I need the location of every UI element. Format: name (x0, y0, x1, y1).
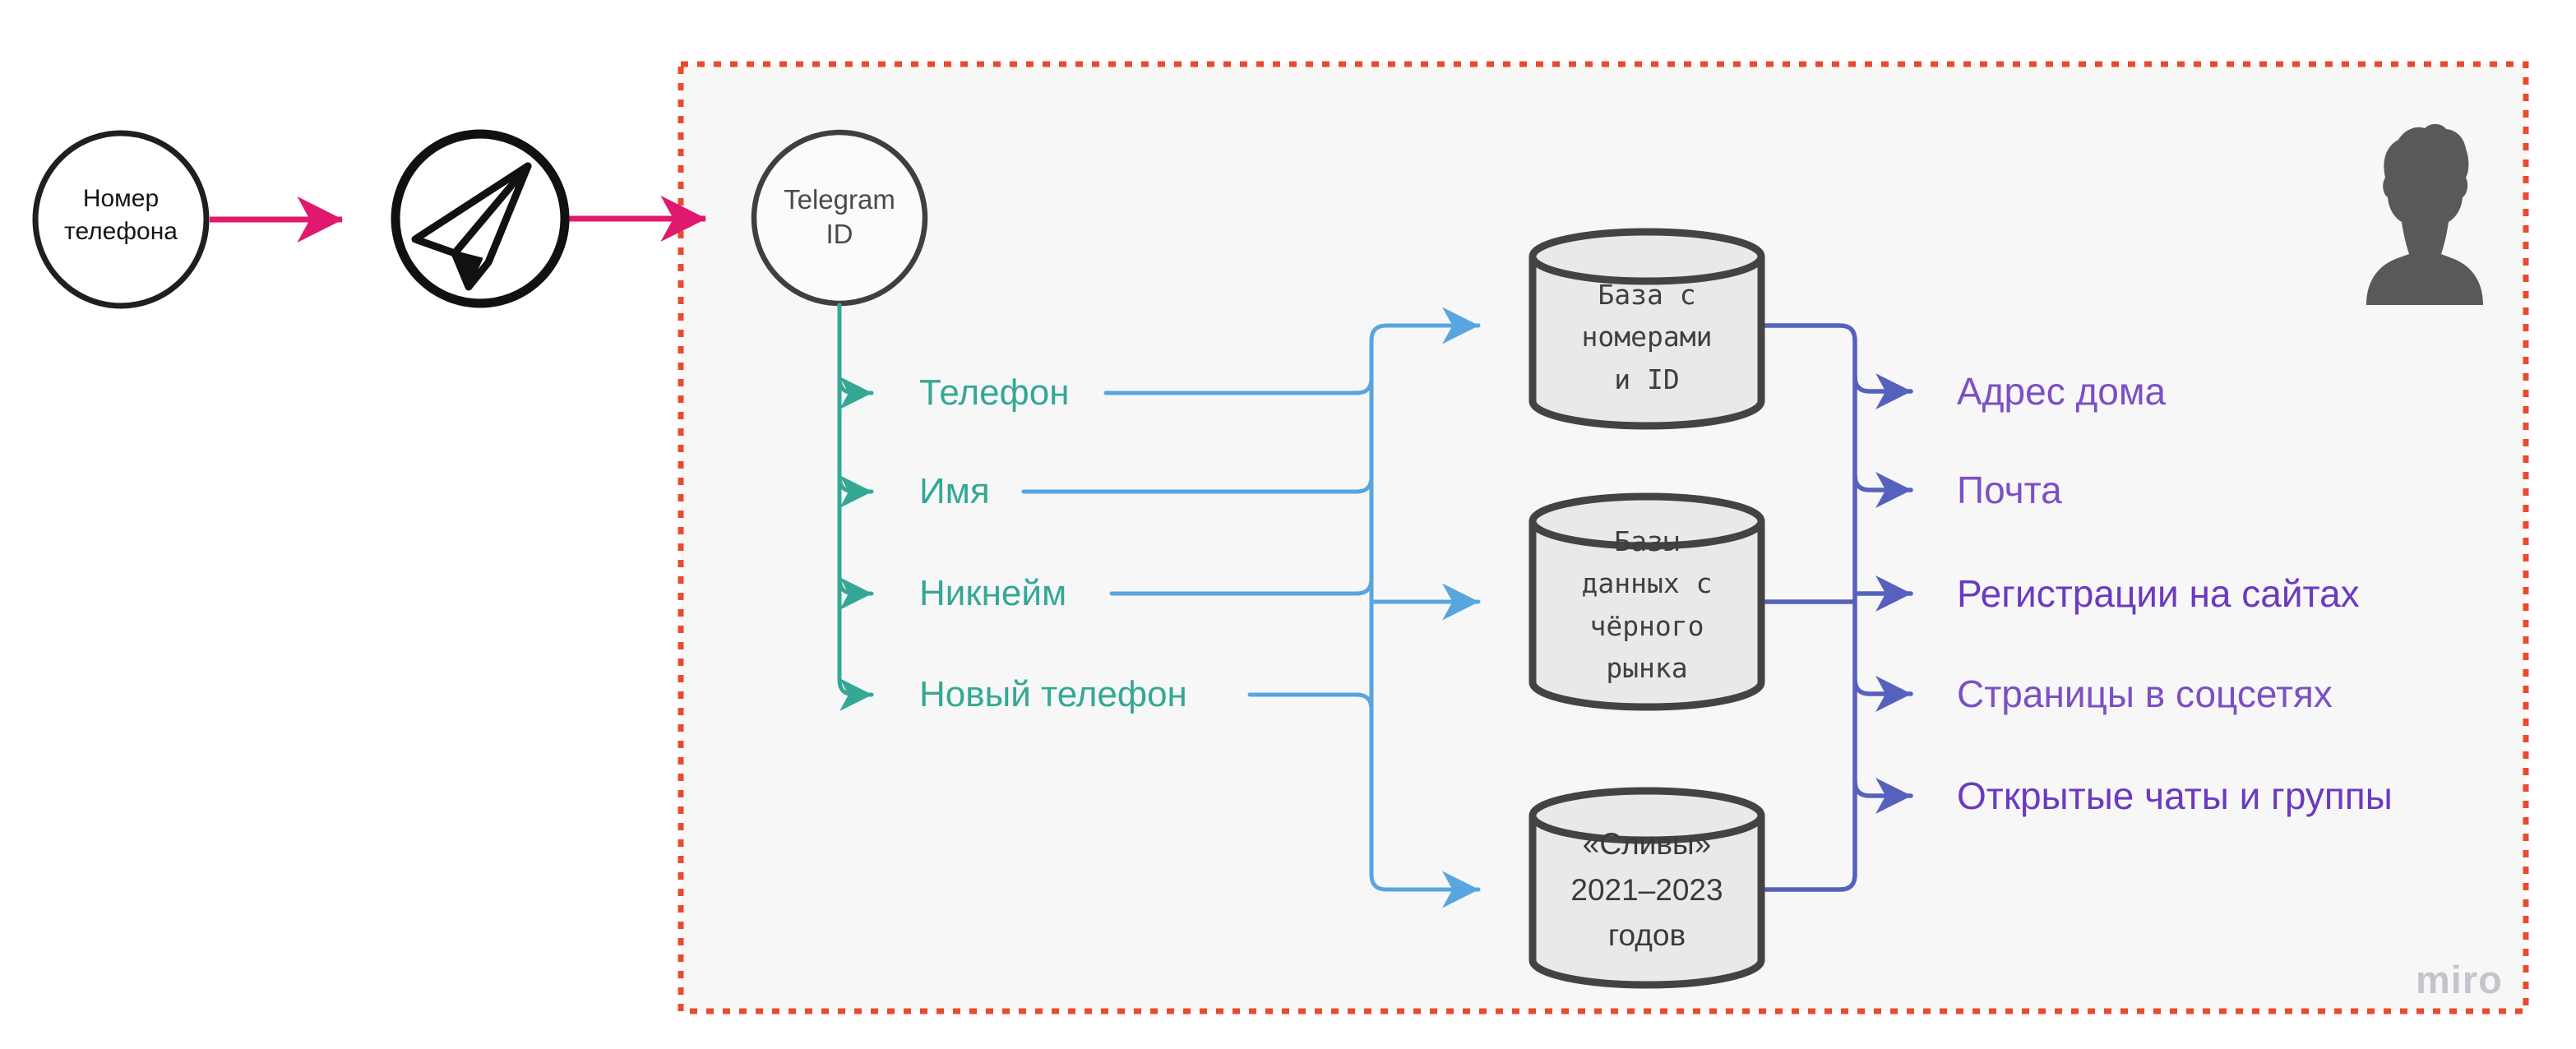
indigo-arrow-chats (1852, 778, 1913, 814)
person-silhouette-icon (2366, 123, 2483, 305)
teal-branch-name (837, 474, 874, 508)
indigo-join-db3 (1759, 872, 1857, 892)
database-label-black-market: Базы данных с чёрного рынка (1581, 525, 1713, 684)
database-numbers-id (1528, 228, 1765, 430)
database-label-leaks: «Сливы» 2021–2023 годов (1570, 827, 1723, 953)
output-label-social-pages: Страницы в соцсетях (1957, 672, 2333, 715)
telegram-id-label: Telegram ID (784, 184, 895, 250)
blue-join-new-phone (1247, 692, 1374, 712)
input-label-nickname: Никнейм (919, 573, 1067, 613)
phone-number-label: Номер телефона (64, 185, 178, 245)
teal-input-tree (837, 303, 874, 711)
indigo-join-db1 (1759, 323, 1857, 343)
indigo-arrow-address (1852, 373, 1913, 409)
telegram-icon (391, 129, 570, 308)
blue-join-nickname (1109, 576, 1374, 596)
input-label-new-phone: Новый телефон (919, 674, 1187, 714)
database-leaks (1528, 787, 1765, 989)
output-label-site-registrations: Регистрации на сайтах (1957, 572, 2360, 615)
database-black-market (1528, 492, 1765, 711)
teal-branch-phone (837, 376, 874, 409)
teal-branch-new-phone (837, 303, 874, 711)
input-label-phone: Телефон (919, 372, 1070, 413)
miro-watermark: miro (2416, 958, 2503, 1001)
database-label-numbers-id: База с номерами и ID (1581, 279, 1713, 395)
blue-arrow-db3 (1369, 871, 1481, 908)
output-label-home-address: Адрес дома (1957, 370, 2167, 413)
indigo-arrow-social (1852, 676, 1913, 712)
indigo-arrow-mail (1852, 472, 1913, 508)
output-label-open-chats: Открытые чаты и группы (1957, 774, 2393, 817)
blue-join-phone (1103, 376, 1374, 395)
teal-branch-nickname (837, 576, 874, 610)
phone-number-node (32, 130, 210, 309)
input-label-name: Имя (919, 471, 990, 511)
blue-connector-group (1021, 307, 1481, 908)
output-label-mail: Почта (1957, 469, 2062, 511)
blue-arrow-db1 (1369, 307, 1481, 344)
indigo-connector-group (1759, 323, 1913, 892)
blue-join-name (1021, 474, 1374, 494)
